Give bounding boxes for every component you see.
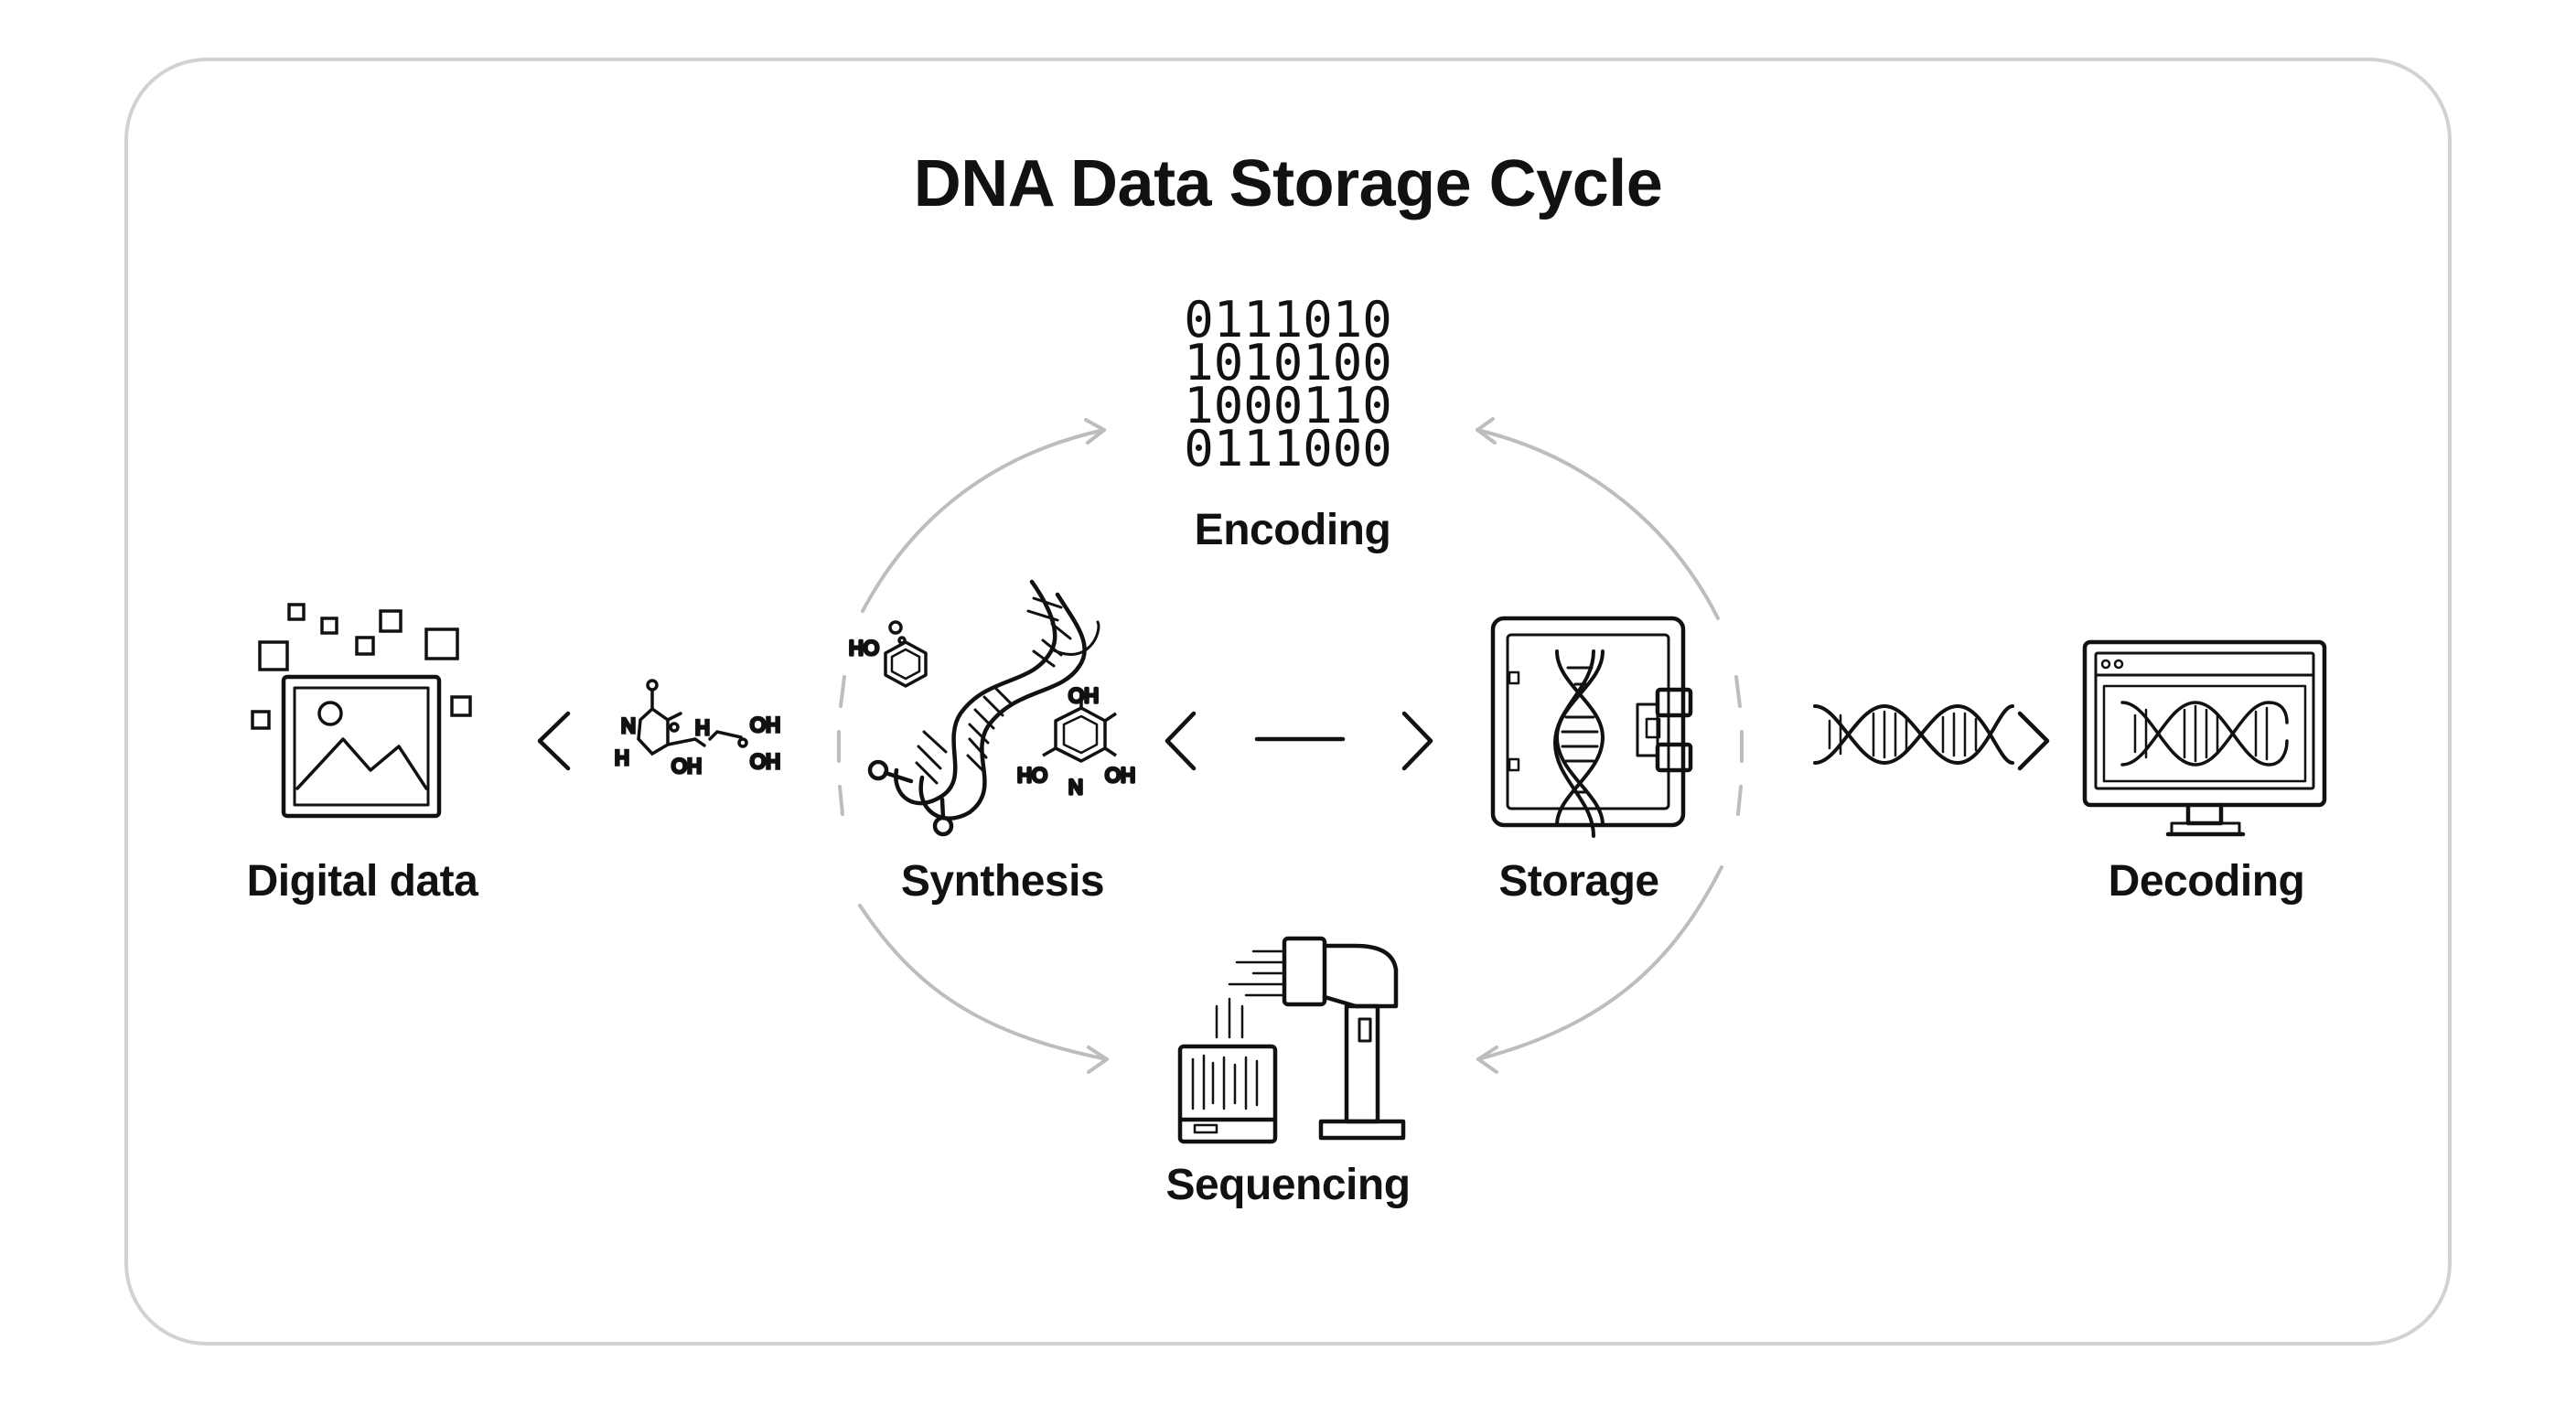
- arc-storage-to-encoding: [1476, 428, 1720, 620]
- chevron-right-2: [2017, 711, 2050, 771]
- svg-text:OH: OH: [1105, 764, 1135, 787]
- arrowhead-sequencing-right: [1476, 1046, 1498, 1074]
- svg-text:HO: HO: [1017, 764, 1047, 787]
- arc-left-dashes: [837, 675, 846, 816]
- svg-text:N: N: [1068, 776, 1083, 799]
- digital-data-label: Digital data: [246, 857, 478, 906]
- image-icon: [281, 674, 442, 819]
- binary-code: 0111010 1010100 1000110 0111000: [1105, 291, 1471, 477]
- synthesis-label: Synthesis: [900, 857, 1105, 906]
- storage-dna-icon: [1552, 649, 1605, 838]
- sequencing-label: Sequencing: [1165, 1161, 1411, 1209]
- svg-text:OH: OH: [750, 713, 780, 736]
- decoding-monitor-icon: [2082, 639, 2327, 837]
- binary-row: 0111000: [1184, 420, 1392, 477]
- binary-row: 1010100: [1184, 334, 1392, 391]
- svg-text:OH: OH: [750, 750, 780, 773]
- svg-text:HO: HO: [849, 637, 879, 660]
- arc-synthesis-to-sequencing: [858, 904, 1109, 1061]
- storage-safe-icon: [1490, 616, 1693, 828]
- svg-text:OH: OH: [1068, 684, 1099, 707]
- storage-label: Storage: [1498, 857, 1659, 906]
- hydroxyl-ring-icon: HO: [847, 620, 928, 688]
- diagram-title: DNA Data Storage Cycle: [913, 147, 1663, 220]
- diagram-frame: [124, 58, 2452, 1346]
- binary-row: 0111010: [1184, 291, 1392, 349]
- synthesis-dna-icon: [867, 579, 1100, 837]
- small-molecule-icon: N H OH H OH OH: [613, 679, 782, 779]
- svg-text:H: H: [615, 746, 629, 769]
- svg-text:OH: OH: [671, 755, 702, 778]
- svg-text:H: H: [695, 716, 710, 739]
- arrowhead-encoding-right: [1476, 417, 1497, 445]
- decoding-label: Decoding: [2108, 857, 2305, 906]
- svg-text:N: N: [621, 714, 636, 737]
- chevron-left-2: [1165, 711, 1197, 771]
- cycle-arrows: [837, 417, 1744, 1074]
- binary-row: 1000110: [1184, 377, 1392, 434]
- chevron-left-1: [537, 711, 571, 771]
- encoding-label: Encoding: [1194, 506, 1391, 554]
- arc-right-dashes: [1734, 675, 1744, 816]
- arc-storage-to-sequencing: [1476, 865, 1723, 1061]
- arc-synthesis-to-encoding: [861, 428, 1106, 613]
- pixel-squares: [251, 603, 472, 730]
- pyridine-ring-icon: OH HO N OH: [1015, 682, 1137, 800]
- monitor-dna-icon: [2120, 701, 2289, 767]
- dna-strand-icon: [1813, 703, 2014, 766]
- flow-chevrons: [537, 711, 2050, 771]
- chevron-right-1: [1401, 711, 1433, 771]
- arrowhead-encoding-left: [1084, 418, 1106, 445]
- arrowhead-sequencing-left: [1087, 1046, 1109, 1074]
- sequencing-machine-icon: [1177, 936, 1406, 1144]
